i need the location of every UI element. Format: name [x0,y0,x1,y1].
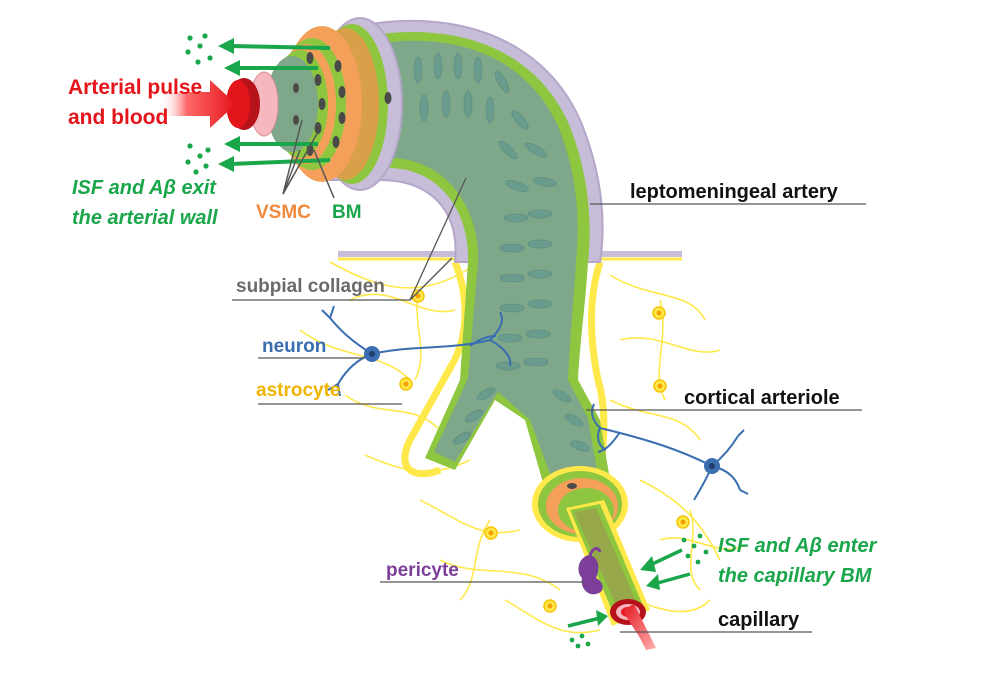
isf-enter-dots [569,533,709,649]
pericyte-cell [578,547,603,595]
penetrating-artery [425,262,610,500]
neuron-left [321,305,512,397]
vsmc-nuclei [293,52,392,156]
isf-enter-arrows [567,548,691,628]
subpial-collagen-label: subpial collagen [236,276,385,297]
cortical-arteriole-label: cortical arteriole [684,387,840,409]
pericyte-label: pericyte [386,560,459,581]
label-pointers [232,177,866,633]
capillary-vessel [566,500,656,650]
isf-exit-dots [185,33,213,175]
isf-exit-label-line2: the arterial wall [72,207,218,229]
vsmc-bm-pointers [282,119,335,199]
vsmc-striations [413,52,590,452]
isf-exit-arrows [218,38,331,172]
capillary-label: capillary [718,609,800,631]
leptomeningeal-artery-label: leptomeningeal artery [630,181,839,203]
pial-surface [338,251,682,261]
vsmc-label: VSMC [256,202,311,223]
neuron-label: neuron [262,336,326,357]
bm-label: BM [332,202,362,223]
isf-enter-label-line1: ISF and Aβ enter [718,535,878,557]
isf-exit-label-line1: ISF and Aβ exit [72,177,217,199]
arterial-pulse-label-line1: Arterial pulse [68,76,202,99]
astrocyte-network [299,261,746,634]
astrocyte-label: astrocyte [256,380,341,401]
isf-enter-label-line2: the capillary BM [718,565,873,587]
arterial-pulse-arrow [160,80,236,128]
arterial-pulse-label-line2: and blood [68,106,168,129]
